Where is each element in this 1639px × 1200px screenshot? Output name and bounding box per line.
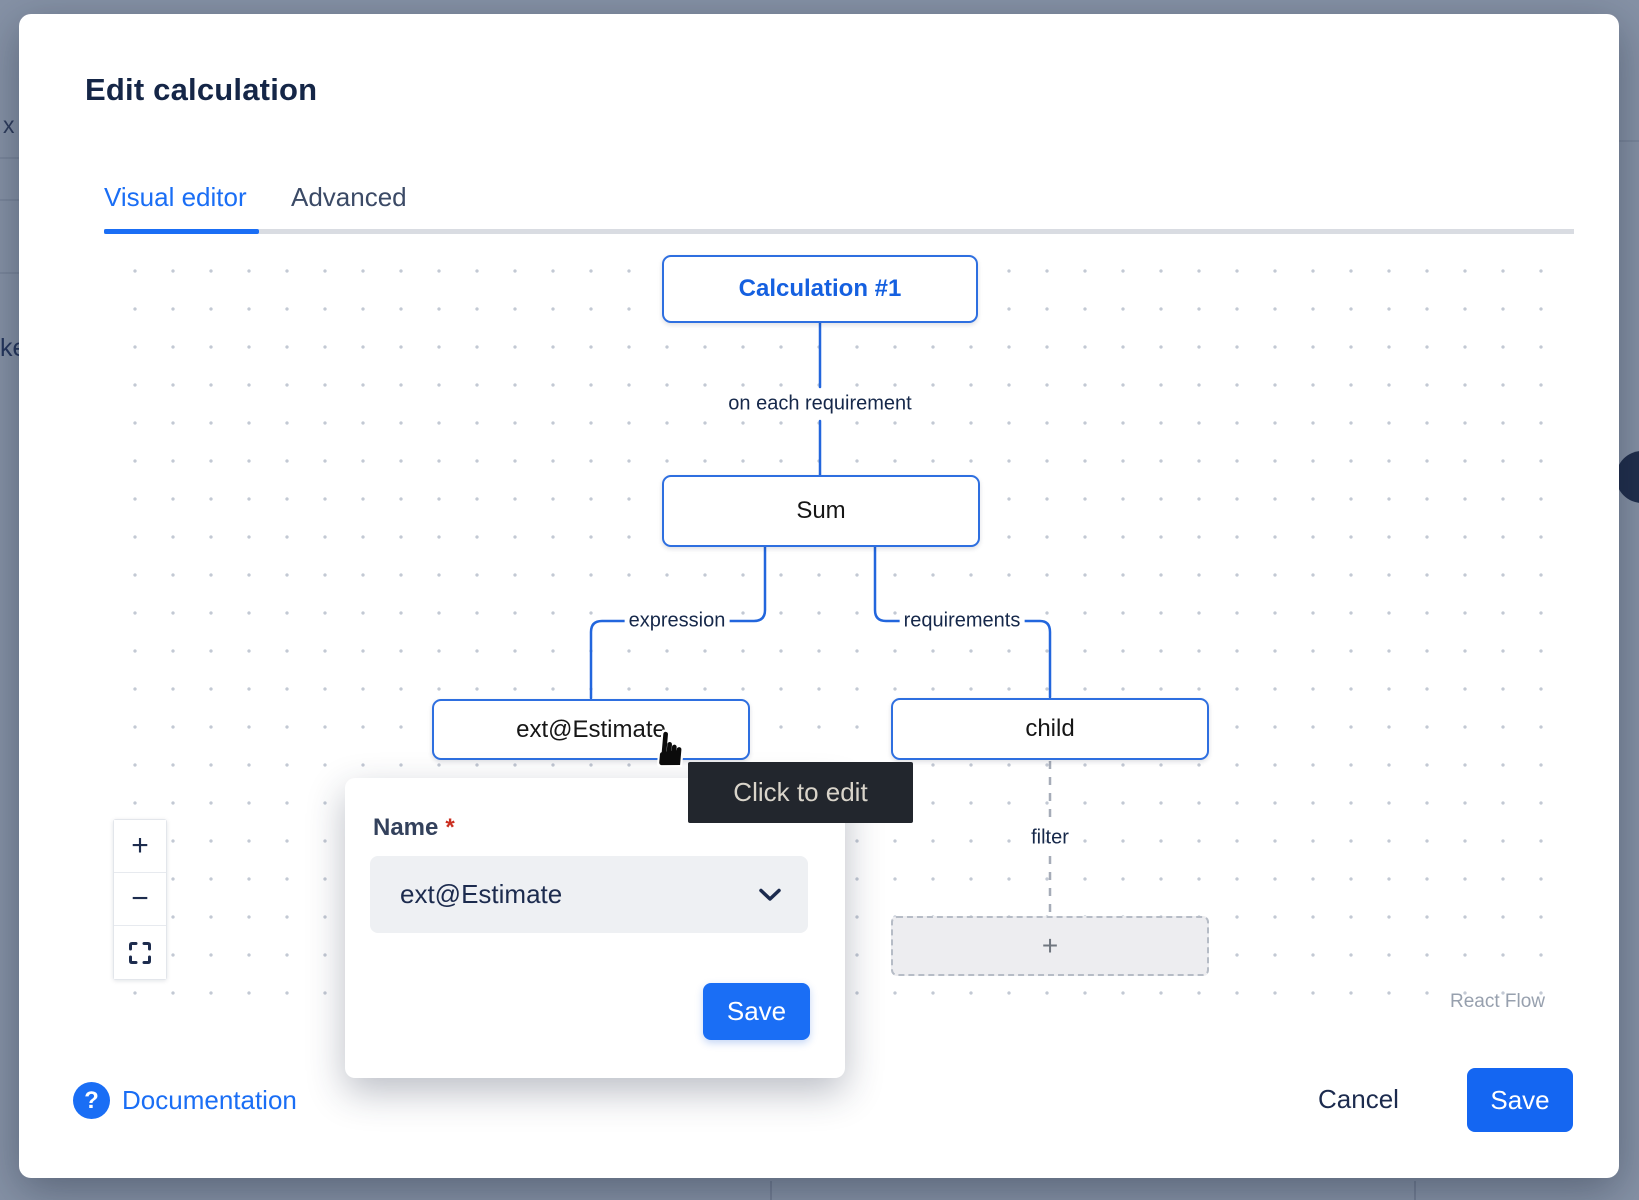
chevron-down-icon bbox=[759, 888, 781, 901]
flow-controls: + − bbox=[113, 819, 167, 980]
background-column-divider bbox=[770, 1181, 772, 1200]
edit-calculation-modal: Edit calculation Visual editor Advanced … bbox=[19, 14, 1619, 1178]
node-sum[interactable]: Sum bbox=[662, 475, 980, 547]
save-button[interactable]: Save bbox=[1467, 1068, 1573, 1132]
edge-label-on-each-requirement: on each requirement bbox=[724, 392, 916, 416]
name-label-text: Name bbox=[373, 814, 439, 841]
background-partial-text: x bbox=[3, 112, 15, 138]
edge-label-expression: expression bbox=[624, 609, 730, 633]
background-row-divider bbox=[0, 157, 19, 159]
modal-title: Edit calculation bbox=[85, 72, 318, 107]
background-row-divider bbox=[0, 272, 19, 274]
documentation-link[interactable]: ? Documentation bbox=[73, 1082, 297, 1119]
edge-label-requirements: requirements bbox=[899, 609, 1025, 633]
fit-view-icon bbox=[129, 941, 151, 964]
fit-view-button[interactable] bbox=[114, 926, 166, 979]
react-flow-attribution: React Flow bbox=[1450, 991, 1546, 1012]
background-column-divider bbox=[1414, 1181, 1416, 1200]
tab-visual-editor[interactable]: Visual editor bbox=[104, 182, 247, 212]
node-calculation[interactable]: Calculation #1 bbox=[662, 255, 978, 323]
cancel-button[interactable]: Cancel bbox=[1318, 1084, 1399, 1114]
tab-track bbox=[104, 229, 1574, 234]
node-add-placeholder[interactable]: + bbox=[891, 916, 1209, 976]
click-to-edit-tooltip: Click to edit bbox=[688, 762, 913, 823]
minus-icon: − bbox=[131, 882, 149, 915]
name-field-label: Name* bbox=[373, 814, 455, 842]
node-expression-value[interactable]: ext@Estimate bbox=[432, 699, 750, 760]
name-select-value: ext@Estimate bbox=[400, 879, 563, 909]
node-child[interactable]: child bbox=[891, 698, 1209, 760]
documentation-label: Documentation bbox=[122, 1085, 297, 1115]
background-row-divider bbox=[0, 199, 19, 201]
popover-save-button[interactable]: Save bbox=[703, 983, 810, 1040]
background-row-divider bbox=[1619, 140, 1639, 142]
tab-advanced[interactable]: Advanced bbox=[291, 182, 407, 212]
background-floating-button bbox=[1616, 451, 1639, 503]
zoom-out-button[interactable]: − bbox=[114, 873, 166, 926]
node-edit-popover: Name* ext@Estimate Save bbox=[345, 778, 845, 1078]
zoom-in-button[interactable]: + bbox=[114, 820, 166, 873]
active-tab-underline bbox=[104, 229, 259, 234]
name-select[interactable]: ext@Estimate bbox=[370, 856, 808, 933]
edge-label-filter: filter bbox=[1031, 826, 1069, 849]
help-question-icon: ? bbox=[73, 1082, 110, 1119]
cursor-pointer-icon: ☛ bbox=[642, 726, 699, 772]
required-asterisk: * bbox=[445, 814, 455, 841]
plus-icon: + bbox=[131, 829, 149, 862]
